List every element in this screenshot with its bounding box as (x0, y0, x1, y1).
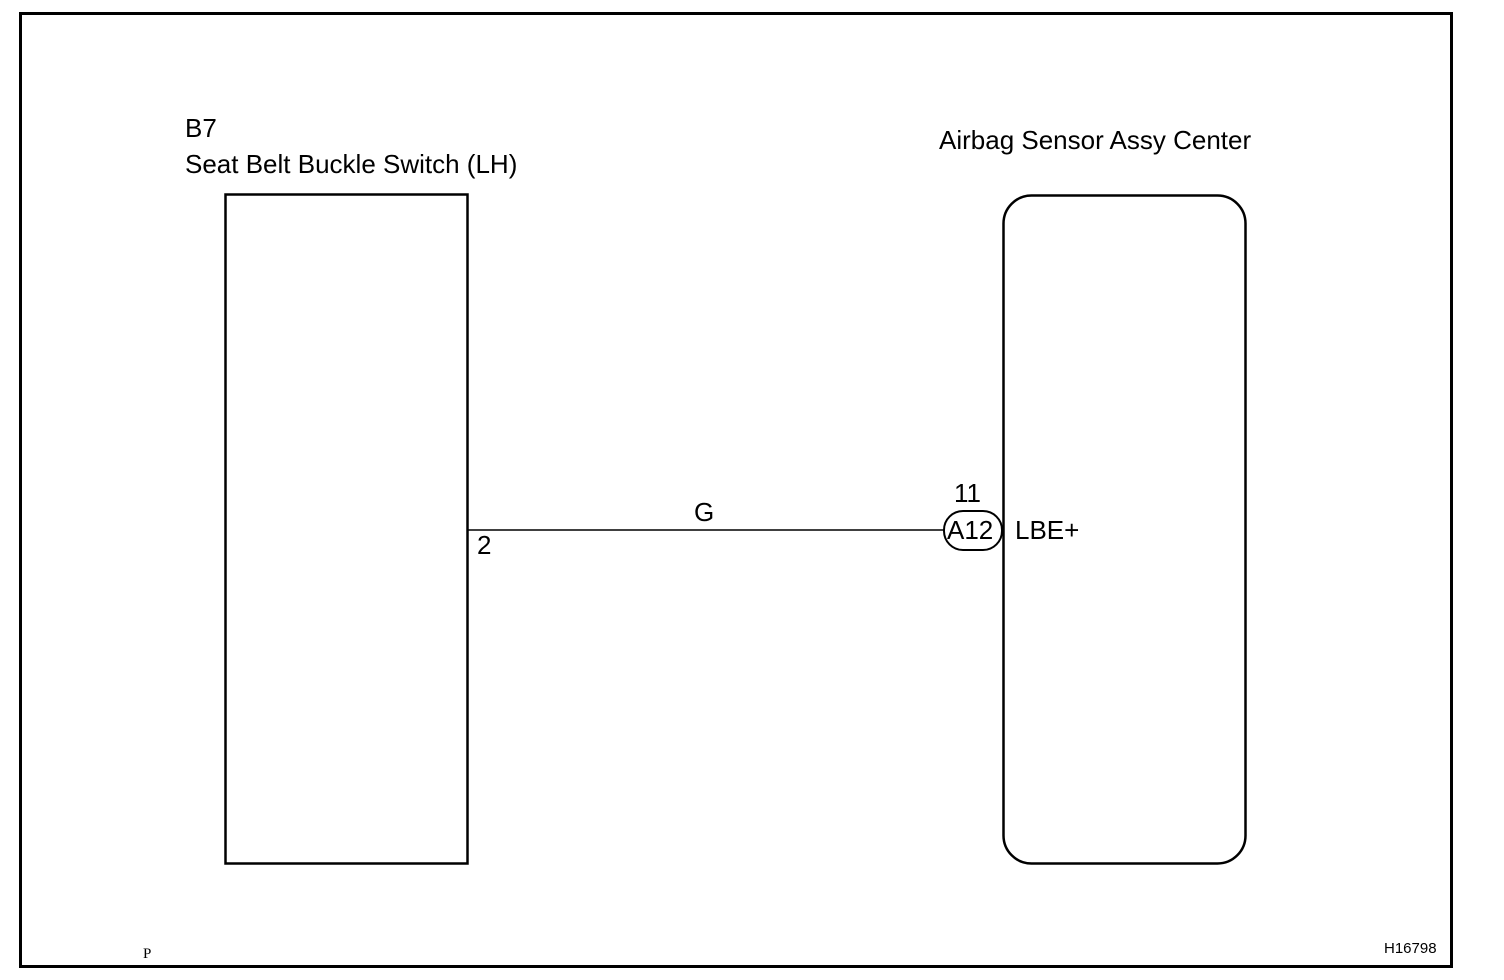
switch-pin-label: 2 (477, 530, 492, 560)
diagram-frame (19, 12, 1453, 968)
wire-color-label: G (694, 497, 715, 527)
footer-left-mark: P (143, 946, 152, 962)
sensor-terminal-label: LBE+ (1015, 515, 1080, 545)
figure-id-label: H16798 (1384, 940, 1437, 957)
switch-code-label: B7 (185, 113, 217, 143)
seat-belt-switch-box (224, 193, 469, 865)
sensor-pin-label: 11 (954, 478, 981, 508)
connector-a12-outline (943, 510, 1003, 551)
airbag-sensor-box (1002, 194, 1247, 865)
connector-code-label: A12 (947, 515, 994, 545)
switch-name-label: Seat Belt Buckle Switch (LH) (185, 149, 518, 179)
sensor-name-label: Airbag Sensor Assy Center (939, 125, 1252, 155)
